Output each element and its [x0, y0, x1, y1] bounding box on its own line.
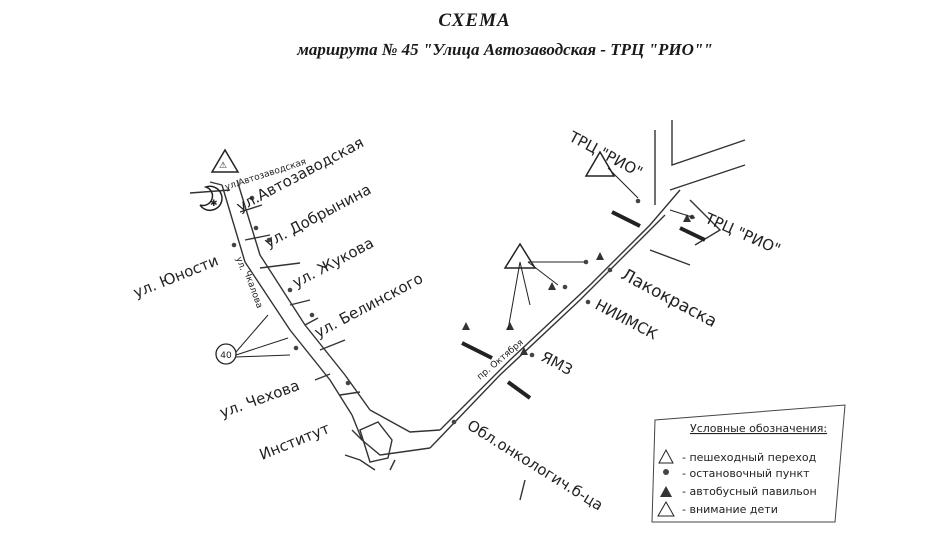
children-warning-icon: ⚠: [210, 148, 240, 173]
niimsk-label: НИИМСК: [592, 296, 661, 344]
bus-stop-dot-icon: [309, 312, 315, 318]
bus-pavilion-triangle-icon: [596, 252, 604, 260]
legend-item-label: - внимание дети: [682, 503, 778, 516]
street-yunosti: ул. Юности: [131, 251, 221, 301]
bus-stop-dot-icon: [293, 345, 299, 351]
street-zhukova: ул. Жукова: [289, 234, 376, 292]
bus-pavilion-triangle-icon: [506, 322, 514, 330]
yamz-label: ЯМЗ: [538, 348, 576, 379]
star-icon: ✱: [210, 199, 218, 209]
legend-title: Условные обозначения:: [690, 422, 827, 435]
bus-stop-dot-icon: [345, 380, 351, 386]
legend: Условные обозначения: - пешеходный перех…: [651, 404, 846, 523]
institute-label: Институт: [257, 419, 333, 464]
bus-stop-dot-icon: [529, 352, 535, 358]
bus-stop-dot-icon: [635, 198, 641, 204]
bus-pavilions: [462, 214, 691, 355]
bus-pavilion-triangle-icon: [548, 282, 556, 290]
bus-pavilion-triangle-icon: [520, 347, 528, 355]
children-warning-icon: [657, 500, 675, 517]
bus-pavilion-triangle-icon: [683, 214, 691, 222]
bus-stop-dot-icon: [583, 259, 589, 265]
bus-stop-dot-icon: [451, 419, 457, 425]
bus-stop-dot-icon: [562, 284, 568, 290]
terminus-symbol: ✱: [199, 185, 223, 212]
bus-stop-dot-icon: [253, 225, 259, 231]
children-warning-signs: ⚠: [210, 148, 696, 331]
legend-item-label: - пешеходный переход: [682, 451, 817, 464]
children-warning-icon: [503, 242, 537, 269]
bus-stop-dot-icon: [585, 299, 591, 305]
street-belinskogo: ул. Белинского: [311, 269, 426, 341]
bus-stop-dot-icon: [231, 242, 237, 248]
bus-stop-dot-icon: [663, 469, 669, 475]
bus-stop-dot-icon: [249, 195, 255, 201]
bus-stop-dot-icon: [266, 237, 272, 243]
bus-pavilion-triangle-icon: [462, 322, 470, 330]
street-chekhova: ул. Чехова: [217, 376, 302, 422]
map-title: СХЕМА: [438, 10, 511, 31]
bus-pavilion-triangle-icon: [660, 486, 672, 497]
route-badge: 40: [215, 314, 291, 365]
pedestrian-crossing-icon: [658, 448, 674, 464]
street-chkalova: Чкалова: [241, 270, 264, 310]
legend-item-label: - остановочный пункт: [682, 467, 810, 480]
route-badge-label: 40: [220, 351, 232, 361]
street-chkalova-prefix: ул.: [233, 256, 247, 273]
bus-stops: [231, 195, 695, 425]
pedestrian-crossings: [461, 210, 706, 400]
bus-stop-dot-icon: [607, 267, 613, 273]
bus-stop-dot-icon: [287, 287, 293, 293]
children-warning-icon: [584, 150, 616, 177]
svg-text:⚠: ⚠: [219, 161, 227, 171]
map-subtitle: маршрута № 45 "Улица Автозаводская - ТРЦ…: [297, 40, 713, 59]
road-lines: [189, 120, 746, 501]
street-oktyabrya: пр. Октября: [476, 338, 526, 382]
legend-item-label: - автобусный павильон: [682, 485, 817, 498]
oncology-hospital-label: Обл.онкологич.б-ца: [464, 416, 606, 514]
